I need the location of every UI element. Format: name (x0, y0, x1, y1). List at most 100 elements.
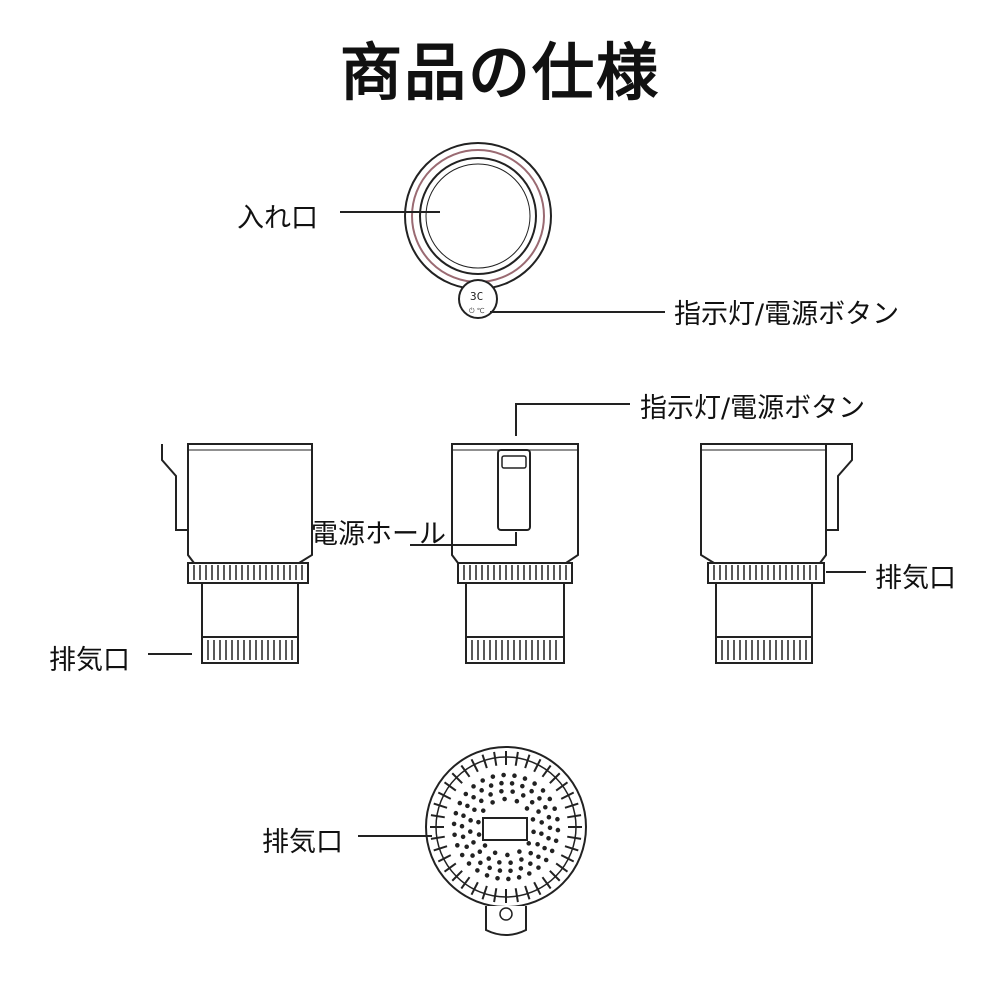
vent-slot (481, 754, 488, 769)
vent-hole (542, 845, 547, 851)
vent-hole (480, 778, 486, 783)
vent-hole (488, 792, 493, 797)
top-button-marks: ⏻ ℃ (469, 307, 485, 315)
vent-hole (516, 875, 522, 880)
label-exhaust-right: 排気口 (875, 563, 956, 594)
vent-slot (470, 881, 479, 896)
vent-hole (497, 868, 503, 873)
vent-hole (539, 831, 544, 836)
vent-hole (510, 789, 515, 794)
vent-hole (484, 873, 490, 878)
top-cup-opening (419, 157, 537, 275)
vent-hole (517, 849, 522, 854)
front-bottom-vents (471, 640, 557, 660)
vent-hole (529, 788, 534, 794)
vent-hole (539, 820, 545, 825)
vent-hole (477, 849, 483, 855)
vent-slot (430, 835, 445, 840)
vent-hole (499, 788, 504, 794)
vent-hole (471, 794, 476, 800)
top-temperature-display: 3C (470, 290, 483, 303)
vent-hole (461, 813, 466, 819)
label-opening: 入れ口 (237, 203, 318, 234)
vent-hole (459, 823, 465, 829)
vent-hole (457, 800, 463, 806)
vent-hole (520, 783, 525, 789)
vent-hole (528, 861, 533, 866)
vent-slot (567, 835, 582, 840)
vent-slot (560, 854, 575, 863)
vent-hole (512, 773, 517, 778)
vent-hole (536, 809, 541, 814)
vent-hole (547, 825, 553, 831)
left-side-view (148, 443, 313, 664)
vent-slot (549, 772, 561, 784)
vent-slot (555, 862, 569, 873)
vent-hole (492, 850, 498, 856)
vent-slot (560, 791, 575, 800)
power-hole-leader (410, 532, 517, 546)
left-lower-body (201, 582, 299, 638)
vent-hole (540, 788, 546, 793)
right-side-view (700, 443, 866, 664)
vent-slot (533, 758, 542, 773)
right-bottom-vents (721, 640, 807, 660)
front-control-panel (497, 449, 531, 531)
vent-slot (460, 876, 471, 890)
vent-slot (549, 870, 561, 882)
front-lower-body (465, 582, 565, 638)
right-lower-body (715, 582, 813, 638)
vent-hole (536, 854, 541, 860)
vent-slot (524, 754, 531, 769)
vent-slot (533, 881, 542, 896)
vent-hole (502, 796, 507, 802)
front-indicator-leader (515, 403, 630, 436)
vent-hole (546, 835, 551, 841)
bottom-vent-radials (430, 751, 582, 903)
vent-hole (528, 850, 534, 856)
vent-slot (567, 814, 582, 819)
left-body-outline (187, 443, 313, 564)
vent-hole (531, 829, 536, 835)
label-front-indicator: 指示灯/電源ボタン (640, 393, 866, 424)
bottom-vent-holes (451, 772, 561, 882)
vent-hole (508, 860, 513, 866)
right-body-outline (700, 443, 827, 564)
vent-slot (493, 751, 498, 766)
vent-hole (555, 816, 560, 822)
page-title: 商品の仕様 (339, 36, 660, 109)
vent-slot (433, 845, 448, 852)
vent-hole (501, 772, 506, 778)
vent-hole (471, 784, 476, 789)
bottom-outer-ring (425, 746, 587, 908)
vent-hole (506, 876, 511, 882)
top-cup-inner (425, 163, 531, 269)
vent-slot (481, 885, 488, 900)
vent-slot (564, 802, 579, 809)
vent-hole (476, 832, 482, 837)
vent-hole (519, 857, 524, 862)
vent-hole (552, 806, 557, 811)
vent-hole (472, 807, 477, 813)
vent-slot (433, 802, 448, 809)
front-top-vent-band (457, 562, 573, 584)
vent-slot (460, 764, 471, 778)
vent-hole (543, 857, 549, 863)
vent-hole (537, 796, 542, 801)
vent-hole (476, 819, 481, 825)
vent-slot (564, 845, 579, 852)
vent-slot (437, 854, 452, 863)
vent-hole (547, 796, 553, 802)
vent-hole (459, 852, 465, 858)
right-handle (826, 443, 853, 531)
vent-hole (471, 840, 476, 845)
vent-hole (549, 848, 555, 854)
vent-hole (468, 818, 473, 823)
vent-hole (488, 783, 494, 788)
vent-hole (482, 843, 488, 848)
vent-hole (475, 868, 480, 873)
label-top-indicator: 指示灯/電源ボタン (674, 299, 900, 330)
vent-slot (437, 791, 452, 800)
vent-hole (470, 853, 475, 858)
